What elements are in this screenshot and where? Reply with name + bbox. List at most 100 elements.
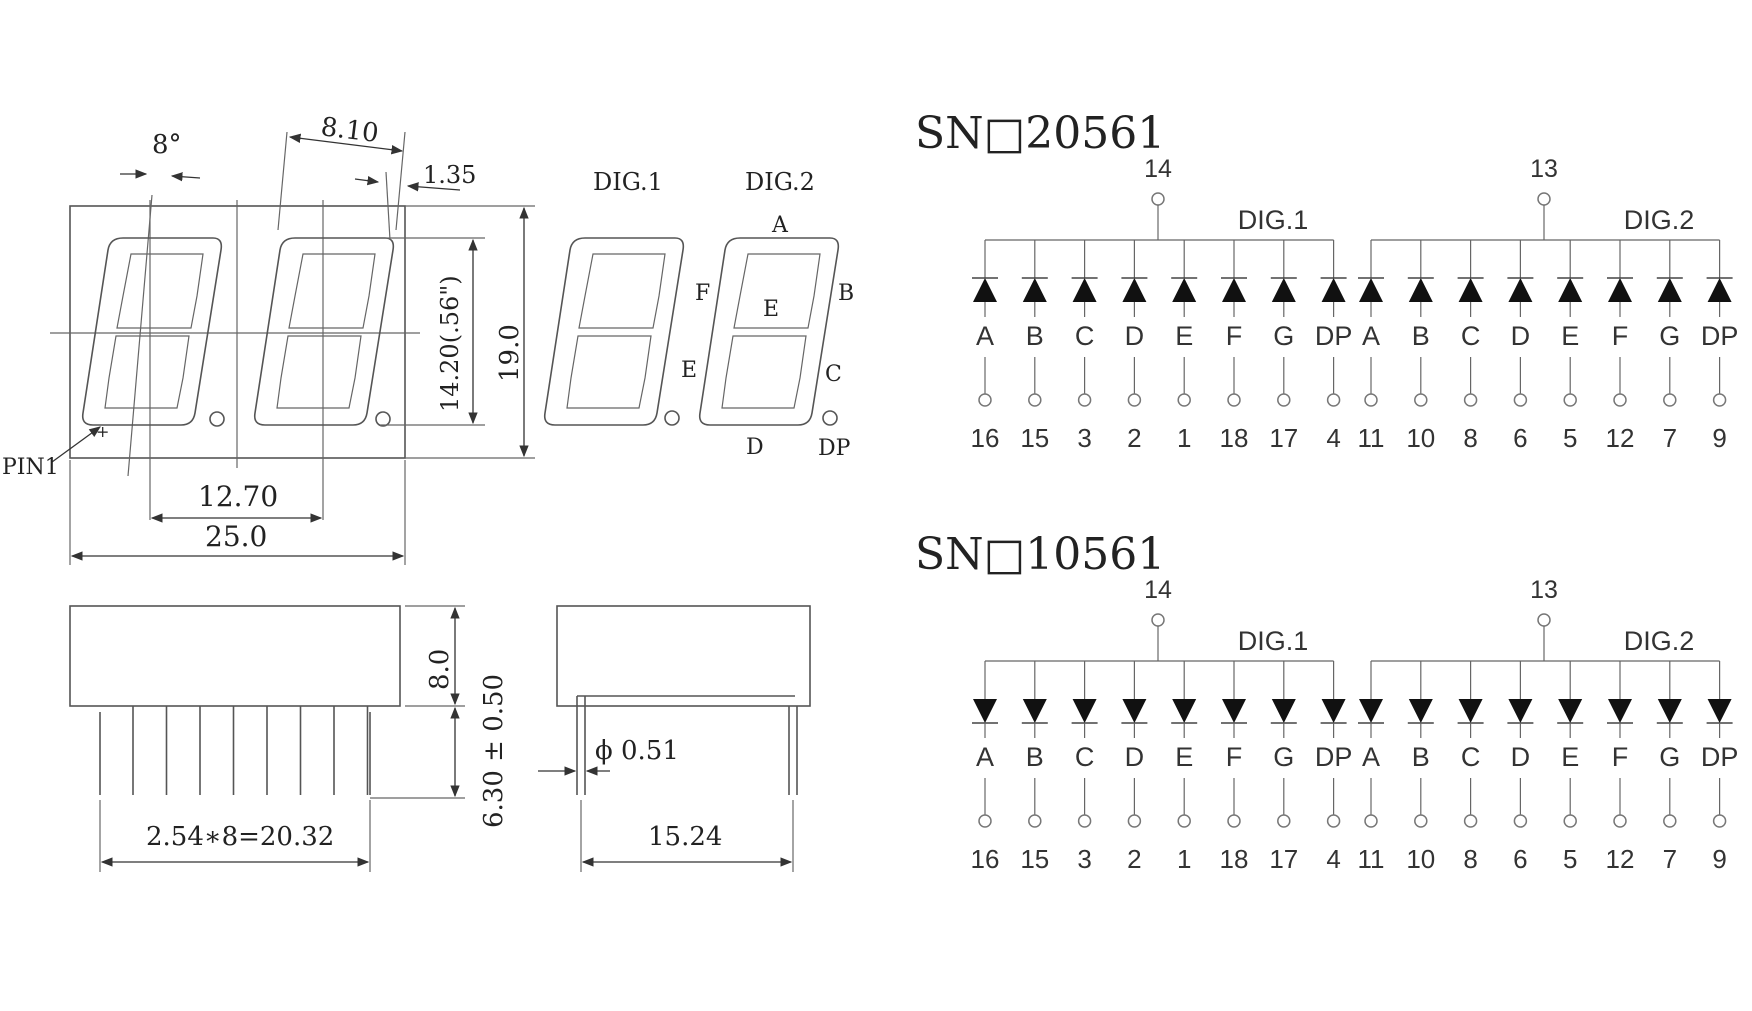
seg-label-dp: DP	[818, 436, 851, 461]
pin-terminal	[1177, 393, 1191, 407]
segment-label: G	[1273, 321, 1294, 351]
seg-label-d: D	[746, 435, 764, 460]
diode-c	[1072, 699, 1097, 723]
pin-number: 1	[1177, 423, 1191, 453]
pin1-leader	[51, 426, 101, 463]
pin-number: 2	[1127, 844, 1141, 874]
pin-number: 7	[1663, 423, 1677, 453]
seg-label-e-outer: E	[681, 358, 697, 383]
diode-f	[1608, 699, 1632, 723]
pin-terminal	[1663, 814, 1677, 828]
ext-135	[385, 171, 391, 241]
segment-digit-1	[543, 237, 685, 426]
side-view: 8.0 6.30 ± 0.50 2.54∗8=20.32	[69, 605, 509, 872]
diode-f	[1222, 699, 1246, 723]
segment-label: B	[1026, 321, 1044, 351]
segment-label: F	[1612, 321, 1629, 351]
pin-number: 16	[971, 844, 1000, 874]
segment-label: G	[1659, 321, 1680, 351]
common-pin-terminal	[1151, 192, 1165, 206]
digit-label: DIG.1	[1238, 205, 1309, 235]
segment-label: F	[1226, 742, 1243, 772]
common-pin-terminal	[1537, 192, 1551, 206]
seg-label-f: F	[695, 281, 710, 306]
diode-g	[1271, 278, 1296, 302]
pin-number: 11	[1358, 844, 1385, 874]
pin-terminal	[1277, 393, 1291, 407]
schematic-title: SN□20561	[915, 108, 1165, 159]
front-digit-2	[253, 237, 395, 426]
pin-terminal	[1077, 393, 1092, 407]
end-body	[556, 605, 811, 707]
segment-label: C	[1075, 742, 1095, 772]
segment-label: D	[1511, 742, 1531, 772]
segment-label: E	[1175, 742, 1193, 772]
diode-a	[973, 699, 997, 723]
digit-label: DIG.1	[1238, 626, 1309, 656]
seg-label-a: A	[771, 213, 789, 238]
segment-label: D	[1125, 742, 1145, 772]
segment-label: F	[1612, 742, 1629, 772]
digit-height-label: 14.20(.56")	[436, 275, 464, 412]
pin-number: 3	[1077, 423, 1091, 453]
pin1-label: PIN1	[2, 455, 59, 480]
dig2-view-label: DIG.2	[745, 168, 815, 196]
pin-number: 1	[1177, 844, 1191, 874]
pin-diameter-label: ϕ 0.51	[595, 736, 679, 766]
segment-label: E	[1561, 742, 1579, 772]
pin-number: 10	[1406, 423, 1435, 453]
pin-terminal	[1277, 814, 1291, 828]
pin-number: 6	[1513, 423, 1527, 453]
pin-number: 3	[1077, 844, 1091, 874]
dig1-view-label: DIG.1	[593, 168, 663, 196]
segment-label: DP	[1315, 742, 1353, 772]
pin-terminal	[1613, 814, 1627, 828]
dp-offset-label: 1.35	[423, 161, 476, 189]
pin-terminal	[1712, 814, 1727, 828]
pin-terminal	[978, 393, 992, 407]
segment-label: G	[1273, 742, 1294, 772]
pitch-label: 12.70	[198, 480, 278, 513]
pin-terminal	[1563, 814, 1577, 828]
front-digit-1	[81, 237, 223, 426]
diode-dp	[1321, 278, 1346, 302]
angle-arrow-right	[170, 172, 201, 182]
segment-label: E	[1175, 321, 1193, 351]
front-view: + 8° 8.10 1.35 14.20(.56") 19.0 12.70 25	[2, 112, 535, 565]
pin-number: 18	[1220, 423, 1249, 453]
segment-label: C	[1075, 321, 1095, 351]
diode-a	[1359, 278, 1383, 302]
common-pin-terminal	[1537, 613, 1551, 627]
diode-c	[1072, 278, 1097, 302]
diode-c	[1458, 699, 1483, 723]
pin-number: 7	[1663, 844, 1677, 874]
pin-number: 4	[1326, 423, 1340, 453]
segment-label: A	[1362, 742, 1380, 772]
diode-e	[1172, 278, 1197, 302]
segment-label: E	[1561, 321, 1579, 351]
segment-label: C	[1461, 742, 1481, 772]
pin-number: 4	[1326, 844, 1340, 874]
body-width-label: 25.0	[205, 520, 267, 553]
front-dp-1	[209, 411, 225, 427]
pin-number: 15	[1020, 423, 1049, 453]
segment-label: D	[1511, 321, 1531, 351]
segment-label: DP	[1701, 742, 1739, 772]
diode-b	[1408, 278, 1433, 302]
dim-810	[288, 133, 404, 155]
dp-dot-2	[822, 410, 838, 426]
diode-a	[973, 278, 997, 302]
pin-length-label: 6.30 ± 0.50	[479, 674, 509, 828]
diode-g	[1657, 699, 1682, 723]
pin-terminal	[1364, 393, 1378, 407]
pin-terminal	[1177, 814, 1191, 828]
pin-number: 10	[1406, 844, 1435, 874]
pin-terminal	[1613, 393, 1627, 407]
diode-f	[1608, 278, 1632, 302]
common-pin-number: 13	[1530, 576, 1558, 604]
schematics: SN□2056114DIG.1A16B15C3D2E1F18G17DP413DI…	[915, 108, 1738, 874]
pin-number: 12	[1606, 844, 1635, 874]
